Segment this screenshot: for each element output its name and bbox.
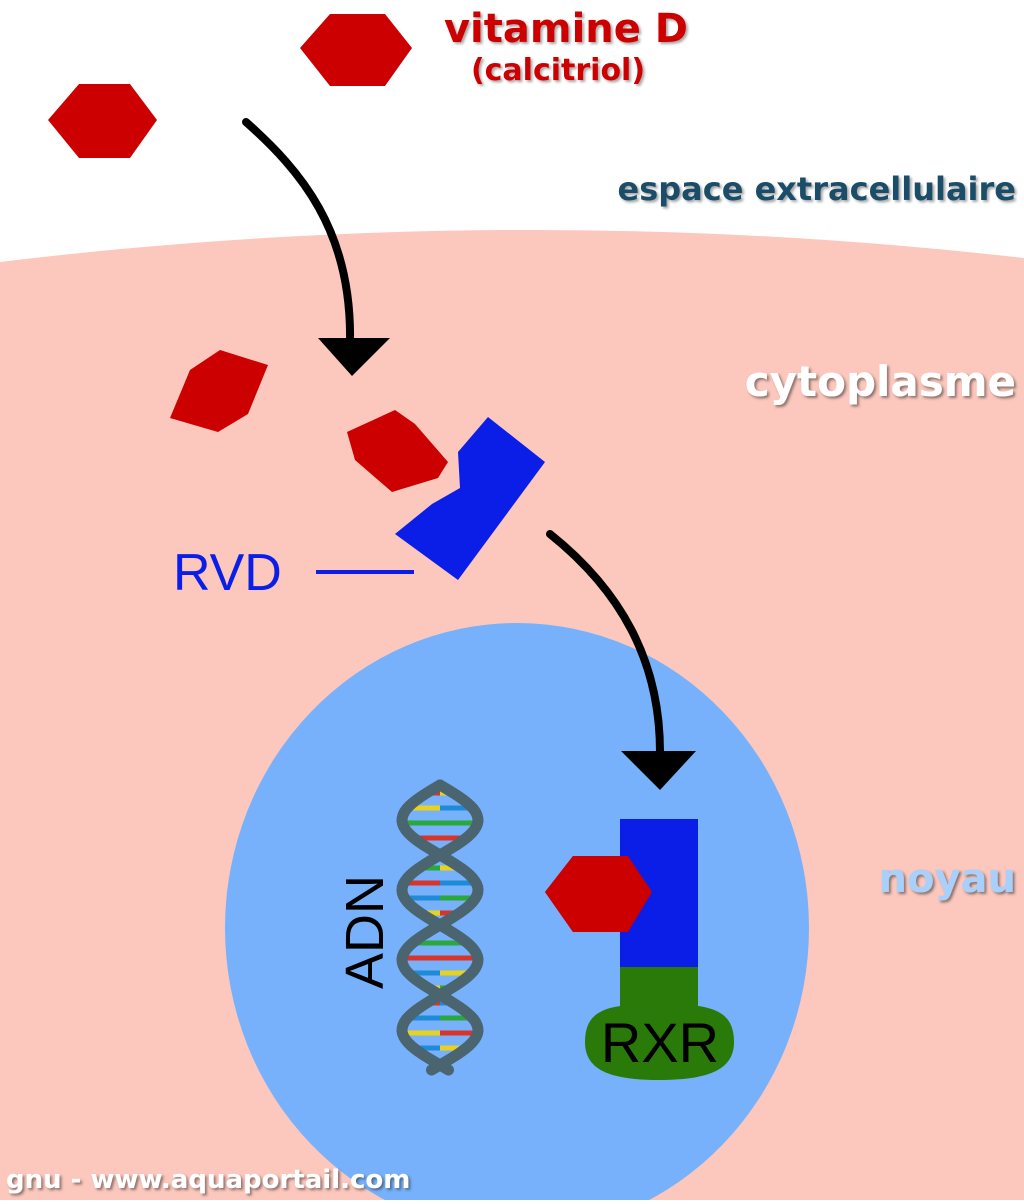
vitamin-d-bound-icon — [545, 856, 652, 932]
vitamin-d-molecule-icon — [300, 14, 412, 86]
rvd-label: RVD — [173, 544, 282, 602]
flow-arrow-icon — [242, 118, 355, 346]
dna-strand — [396, 779, 484, 1076]
vitamin-d-title: vitamine D — [444, 6, 688, 52]
rxr-label: RXR — [601, 1011, 719, 1074]
dna-helix-icon — [396, 779, 484, 1076]
dna-label: ADN — [335, 875, 395, 989]
arrow-head-icon — [318, 338, 390, 376]
extracellular-label: espace extracellulaire — [618, 170, 1016, 208]
rxr-body — [585, 1004, 734, 1080]
flow-arrow-icon — [546, 530, 664, 756]
vitamin-d-molecule-icon — [347, 410, 448, 492]
arrow-head-icon — [621, 751, 696, 790]
vitamin-d-molecule-icon — [48, 84, 157, 158]
cytoplasm-label: cytoplasme — [745, 357, 1016, 406]
nucleus-label: noyau — [879, 856, 1017, 902]
vitamin-d-subtitle: (calcitriol) — [471, 53, 645, 88]
rvd-receptor — [395, 417, 545, 580]
vitamin-d-molecule-icon — [170, 350, 268, 432]
credit-label: gnu - www.aquaportail.com — [6, 1165, 410, 1195]
